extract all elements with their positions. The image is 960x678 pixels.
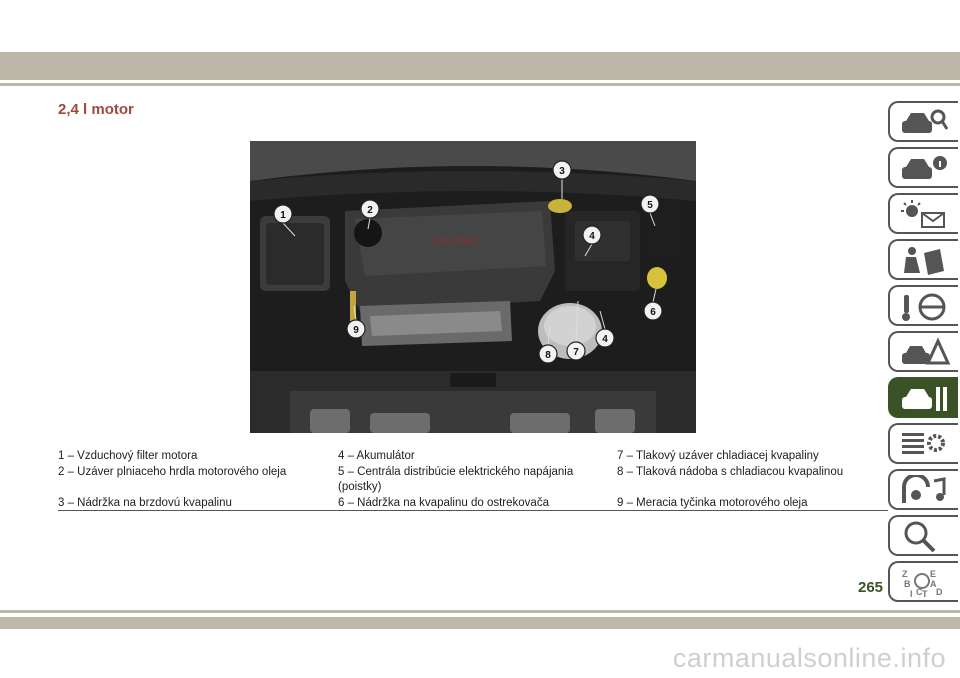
svg-text:2: 2 [367, 205, 373, 216]
watermark: carmanualsonline.info [672, 643, 946, 673]
engine-cover-label: 2.4L DOHC [432, 236, 479, 246]
tab-multimedia[interactable] [888, 469, 958, 510]
svg-text:B: B [904, 579, 911, 589]
legend-item [617, 480, 843, 496]
top-decorative-band [0, 52, 960, 80]
svg-text:Z: Z [902, 569, 908, 579]
tab-starting-driving[interactable] [888, 285, 958, 326]
legend-item [58, 480, 286, 496]
svg-text:6: 6 [650, 307, 656, 318]
warning-light-message-icon [901, 200, 945, 228]
legend-divider [58, 510, 888, 511]
tab-warning-lights[interactable] [888, 193, 958, 234]
svg-text:I: I [910, 589, 913, 599]
tab-car-info[interactable] [888, 147, 958, 188]
tab-safety[interactable] [888, 239, 958, 280]
svg-text:C: C [916, 587, 923, 597]
svg-text:5: 5 [647, 200, 653, 211]
magnifier-icon [904, 521, 936, 553]
callout-9: 9 [346, 305, 366, 339]
legend-item: 6 – Nádržka na kvapalinu do ostrekovača [338, 496, 549, 509]
legend-item: 3 – Nádržka na brzdovú kvapalinu [58, 496, 232, 509]
legend-column-1: 1 – Vzduchový filter motora 2 – Uzáver p… [58, 449, 286, 511]
tab-servicing-maintenance[interactable] [888, 377, 958, 418]
callout-8: 8 [538, 325, 558, 364]
legend-item: 5 – Centrála distribúcie elektrického na… [338, 465, 574, 478]
car-info-icon [902, 156, 947, 179]
tab-technical-specs[interactable] [888, 423, 958, 464]
legend-item: 1 – Vzduchový filter motora [58, 450, 198, 462]
alphabet-index-icon: Z E B A C D I T [902, 569, 943, 599]
list-gear-icon [902, 433, 945, 454]
legend-item: 2 – Uzáver plniaceho hrdla motorového ol… [58, 465, 287, 478]
page-number: 265 [858, 579, 884, 596]
svg-text:A: A [930, 579, 937, 589]
legend-item: 4 – Akumulátor [338, 450, 415, 462]
legend-item: 7 – Tlakový uzáver chladiacej kvapaliny [617, 450, 819, 462]
svg-text:7: 7 [573, 347, 579, 358]
legend-item: (poistky) [338, 481, 382, 493]
car-warning-triangle-icon [902, 337, 950, 365]
svg-text:4: 4 [602, 334, 608, 345]
callout-6: 6 [643, 288, 663, 321]
svg-text:T: T [922, 589, 928, 599]
callout-2: 2 [360, 199, 380, 230]
legend-column-3: 7 – Tlakový uzáver chladiacej kvapaliny … [617, 449, 843, 511]
bottom-decorative-band [0, 617, 960, 629]
svg-text:8: 8 [545, 350, 551, 361]
tab-car-search[interactable] [888, 101, 958, 142]
tab-alphabetical-index[interactable]: Z E B A C D I T [888, 561, 958, 602]
svg-text:9: 9 [353, 325, 359, 336]
callout-5: 5 [640, 194, 660, 227]
engine-compartment-photo: 2.4L DOHC 1 2 [250, 141, 696, 433]
section-title: 2,4 l motor [58, 101, 134, 118]
top-divider-line [0, 83, 960, 86]
svg-text:3: 3 [559, 166, 565, 177]
svg-text:4: 4 [589, 231, 595, 242]
steering-key-icon [902, 293, 946, 321]
legend-column-2: 4 – Akumulátor 5 – Centrála distribúcie … [338, 449, 573, 511]
multimedia-icon [902, 475, 946, 503]
callout-4-battery: 4 [582, 225, 602, 257]
seat-airbag-icon [904, 247, 944, 275]
legend-item: 9 – Meracia tyčinka motorového oleja [617, 496, 808, 509]
callout-3: 3 [552, 160, 572, 199]
tab-index-search[interactable] [888, 515, 958, 556]
callout-1: 1 [273, 204, 296, 237]
callout-4-terminal: 4 [595, 310, 615, 348]
svg-text:1: 1 [280, 210, 286, 221]
legend-item: 8 – Tlaková nádoba s chladiacou kvapalin… [617, 465, 844, 478]
svg-text:D: D [936, 587, 943, 597]
car-wrench-icon [902, 387, 947, 411]
tab-emergency[interactable] [888, 331, 958, 372]
bottom-divider-line [0, 610, 960, 613]
callout-7: 7 [566, 300, 586, 361]
svg-text:E: E [930, 569, 936, 579]
car-search-icon [902, 109, 949, 133]
